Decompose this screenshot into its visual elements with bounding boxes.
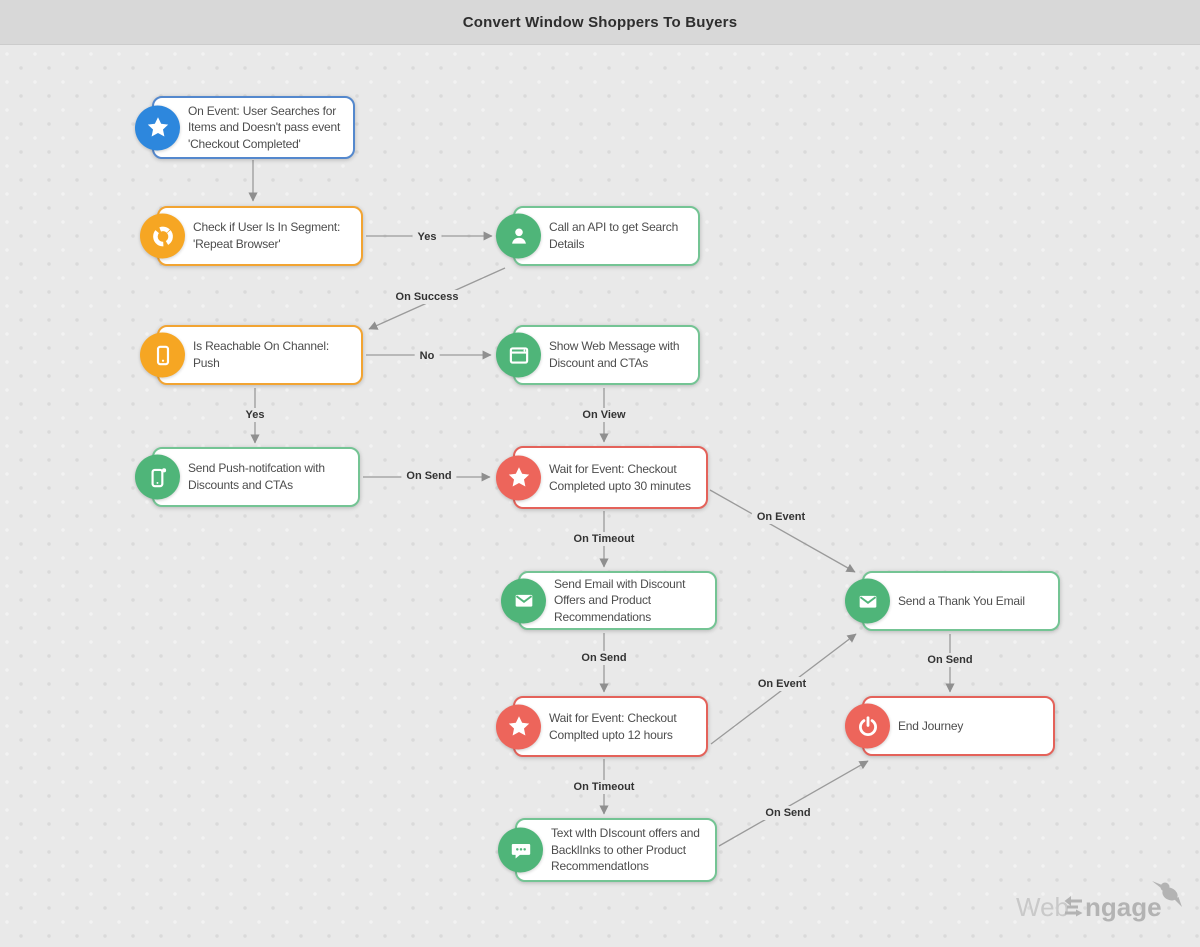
- envelope-icon: [501, 578, 546, 623]
- phone-notification-icon: [135, 454, 180, 500]
- star-icon: [135, 105, 180, 150]
- edge-label-on-view: On View: [577, 408, 631, 422]
- edge-label-no: No: [414, 349, 440, 363]
- engage-arrows-e-icon: [1064, 896, 1083, 917]
- webengage-bird-icon: [1152, 881, 1182, 907]
- node-api-call[interactable]: Call an API to get Search Details: [496, 206, 700, 266]
- node-label: Send Push-notifcation with Discounts and…: [188, 461, 325, 492]
- page-title: Convert Window Shoppers To Buyers: [462, 13, 738, 31]
- node-label: Send a Thank You Email: [898, 593, 1025, 608]
- node-label: On Event: User Searches for Items and Do…: [188, 103, 341, 151]
- edge-label-on-send: On Send: [760, 806, 816, 820]
- edge-label-yes: Yes: [240, 408, 270, 422]
- edge-wait30-to-thankyou: [709, 489, 856, 573]
- node-email-discount[interactable]: Send Email with Discount Offers and Prod…: [501, 571, 717, 630]
- edge-label-on-send: On Send: [922, 653, 978, 667]
- node-push-notification[interactable]: Send Push-notifcation with Discounts and…: [135, 447, 360, 507]
- power-icon: [845, 703, 890, 749]
- node-thank-you-email[interactable]: Send a Thank You Email: [845, 571, 1060, 631]
- node-label: Call an API to get Search Details: [549, 220, 679, 251]
- star-icon: [496, 455, 541, 500]
- edge-label-yes: Yes: [412, 230, 442, 244]
- sms-chat-icon: [498, 827, 543, 873]
- edge-label-on-event: On Event: [751, 510, 811, 524]
- journey-canvas[interactable]: On Event: User Searches for Items and Do…: [0, 45, 1200, 947]
- star-icon: [496, 704, 541, 749]
- edge-label-on-event: On Event: [752, 677, 812, 691]
- edge-label-on-send: On Send: [401, 469, 457, 483]
- node-wait-30-minutes[interactable]: Wait for Event: Checkout Completed upto …: [496, 446, 708, 509]
- node-end-journey[interactable]: End Journey: [845, 696, 1055, 756]
- user-icon: [496, 213, 541, 259]
- logo-engage-text: ngage: [1085, 892, 1162, 922]
- edge-label-on-timeout: On Timeout: [568, 532, 640, 546]
- node-label: Send Email with Discount Offers and Prod…: [554, 576, 686, 624]
- node-wait-12-hours[interactable]: Wait for Event: Checkout Complted upto 1…: [496, 696, 708, 757]
- envelope-icon: [845, 578, 890, 624]
- segment-donut-icon: [140, 213, 185, 259]
- node-segment-check[interactable]: Check if User Is In Segment: 'Repeat Bro…: [140, 206, 363, 266]
- edge-sms-to-end: [718, 760, 869, 847]
- node-reachability-check[interactable]: Is Reachable On Channel: Push: [140, 325, 363, 385]
- logo-web-text: Web: [1016, 892, 1069, 922]
- node-sms-text[interactable]: Text wIth DIscount offers and BacklInks …: [498, 818, 717, 882]
- header-bar: Convert Window Shoppers To Buyers: [0, 0, 1200, 45]
- node-label: Wait for Event: Checkout Complted upto 1…: [549, 710, 677, 742]
- phone-icon: [140, 332, 185, 378]
- node-web-message[interactable]: Show Web Message with Discount and CTAs: [496, 325, 700, 385]
- node-label: Is Reachable On Channel: Push: [193, 339, 329, 370]
- edge-label-on-send: On Send: [576, 651, 632, 665]
- node-label: Text wIth DIscount offers and BacklInks …: [551, 826, 700, 874]
- node-label: Show Web Message with Discount and CTAs: [549, 339, 680, 370]
- edge-label-on-success: On Success: [390, 290, 464, 304]
- node-on-event-trigger[interactable]: On Event: User Searches for Items and Do…: [135, 96, 355, 159]
- node-label: End Journey: [898, 718, 964, 733]
- edge-label-on-timeout: On Timeout: [568, 780, 640, 794]
- webengage-logo: Web ngage: [1016, 876, 1186, 933]
- node-label: Wait for Event: Checkout Completed upto …: [549, 461, 691, 493]
- browser-window-icon: [496, 332, 541, 378]
- node-label: Check if User Is In Segment: 'Repeat Bro…: [193, 220, 341, 251]
